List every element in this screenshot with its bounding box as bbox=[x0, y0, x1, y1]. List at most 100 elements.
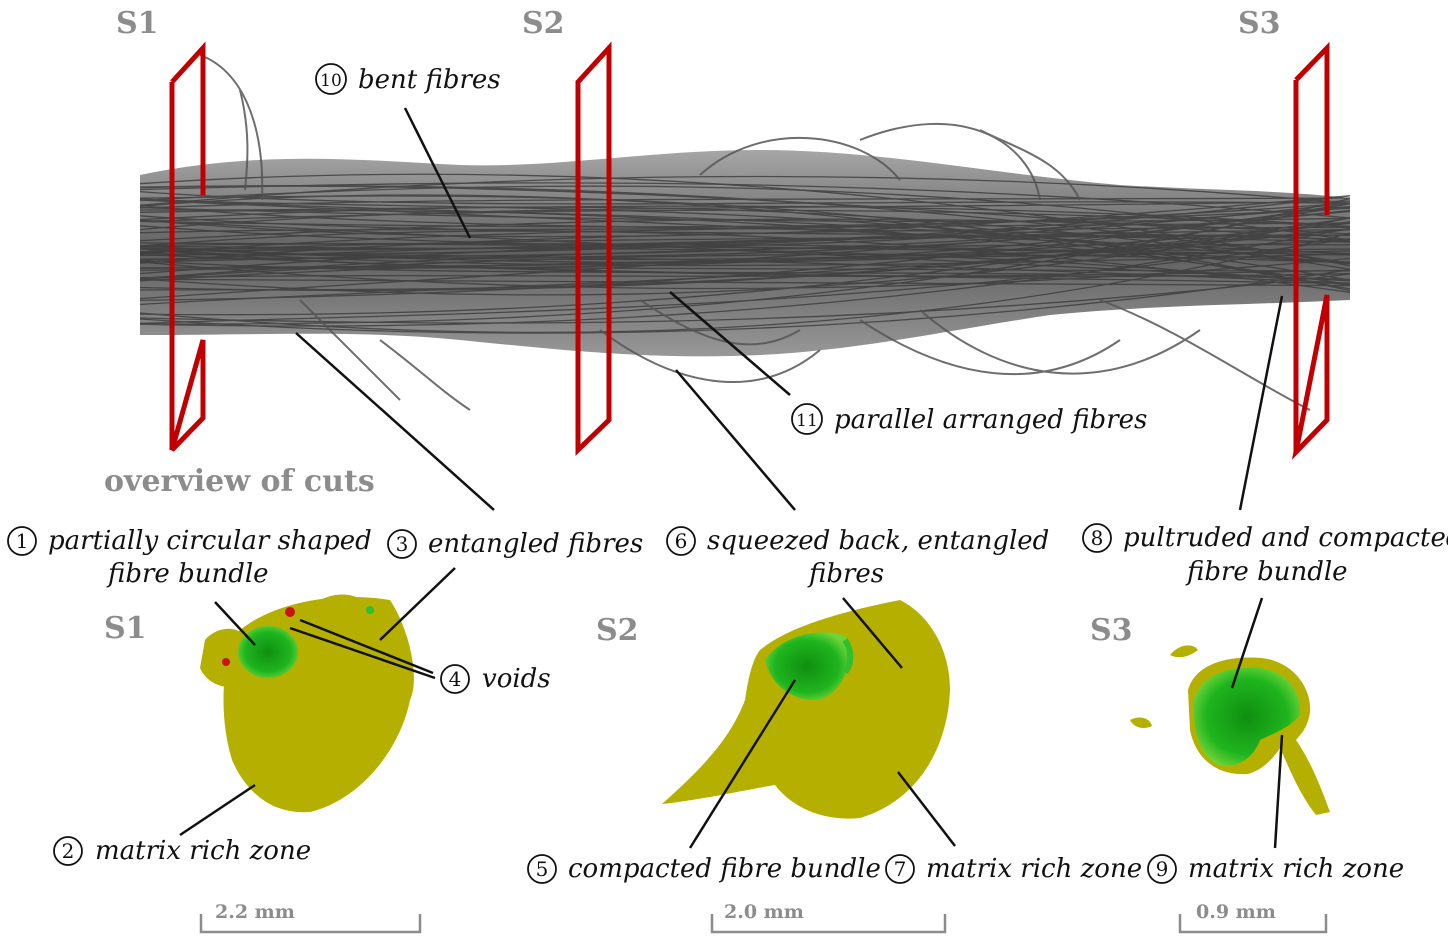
fibre-strand bbox=[139, 253, 1351, 280]
fibre-bundle-render bbox=[139, 54, 1351, 411]
fibre-strand bbox=[139, 206, 1351, 223]
leader-3a bbox=[295, 332, 495, 511]
marker-num-2: 2 bbox=[62, 839, 75, 863]
leader-6a bbox=[675, 369, 796, 511]
leader-5 bbox=[688, 679, 797, 849]
number-markers bbox=[7, 63, 1177, 884]
void-s1-b bbox=[222, 658, 230, 666]
fibre-strand bbox=[139, 243, 1351, 251]
leader-3b bbox=[379, 567, 456, 641]
scale-bar-s3 bbox=[1178, 914, 1328, 934]
bundle-tail-s2 bbox=[842, 638, 854, 675]
marker-10 bbox=[315, 63, 347, 95]
fibre-strand bbox=[139, 202, 1351, 316]
fibre-strand bbox=[139, 202, 1351, 302]
scale-label-s2: 2.0 mm bbox=[724, 901, 804, 923]
section-label-s2: S2 bbox=[596, 613, 639, 648]
cut-label-s1: S1 bbox=[116, 6, 159, 41]
fibre-strand bbox=[139, 198, 1351, 281]
marker-1 bbox=[7, 526, 37, 556]
annotation-4: voids bbox=[482, 664, 551, 694]
leader-7 bbox=[897, 771, 956, 847]
annotation-7: matrix rich zone bbox=[926, 854, 1142, 884]
cut-plane-s1 bbox=[169, 41, 206, 452]
marker-num-8: 8 bbox=[1091, 526, 1104, 550]
annotation-9: matrix rich zone bbox=[1188, 854, 1404, 884]
cut-label-s3: S3 bbox=[1238, 6, 1281, 41]
cut-planes bbox=[169, 41, 1330, 460]
annotation-3: entangled fibres bbox=[428, 529, 643, 559]
fibre-strand bbox=[139, 225, 1351, 256]
marker-3 bbox=[387, 529, 417, 559]
scale-bar-s2 bbox=[710, 914, 947, 934]
marker-num-7: 7 bbox=[894, 857, 907, 881]
fibre-strand bbox=[139, 200, 1351, 231]
annotation-5: compacted fibre bundle bbox=[568, 854, 881, 884]
leader-4a bbox=[289, 626, 436, 680]
fibre-strand bbox=[139, 217, 1351, 296]
marker-7 bbox=[885, 854, 915, 884]
overview-label: overview of cuts bbox=[104, 464, 375, 499]
matrix-region-s2 bbox=[662, 600, 950, 819]
fibre-strand bbox=[139, 247, 1351, 286]
leader-11 bbox=[669, 291, 791, 396]
leader-2 bbox=[179, 783, 256, 837]
leader-9 bbox=[1273, 734, 1284, 849]
fibre-strand bbox=[139, 199, 1351, 255]
fibre-strand bbox=[139, 228, 1351, 262]
leader-1 bbox=[214, 601, 256, 646]
fibre-strand bbox=[139, 227, 1351, 327]
marker-num-10: 10 bbox=[320, 71, 342, 91]
marker-4 bbox=[440, 664, 470, 694]
cut-label-s2: S2 bbox=[522, 6, 565, 41]
marker-num-5: 5 bbox=[536, 857, 549, 881]
marker-9 bbox=[1147, 854, 1177, 884]
fibre-strand bbox=[139, 207, 1351, 228]
annotation-8-line2: fibre bundle bbox=[1185, 557, 1348, 587]
fibre-strand bbox=[139, 247, 1351, 267]
fibre-strand bbox=[139, 232, 1351, 334]
scale-bar-s1 bbox=[199, 914, 422, 934]
matrix-region-s1 bbox=[223, 596, 414, 813]
fibre-strand bbox=[139, 206, 1351, 260]
fibre-strand bbox=[139, 253, 1351, 278]
fibre-strand bbox=[139, 205, 1351, 228]
fibre-strand bbox=[139, 195, 1351, 238]
fibre-strand bbox=[139, 190, 1351, 205]
marker-5 bbox=[527, 854, 557, 884]
marker-8 bbox=[1082, 523, 1112, 553]
scale-label-s3: 0.9 mm bbox=[1196, 901, 1276, 923]
marker-num-3: 3 bbox=[396, 532, 409, 556]
leader-8a bbox=[1238, 295, 1284, 511]
annotation-10: bent fibres bbox=[358, 65, 501, 95]
void-s1 bbox=[285, 607, 295, 617]
fibre-bundle-s2 bbox=[765, 632, 849, 701]
annotation-11: parallel arranged fibres bbox=[834, 405, 1147, 435]
leader-6b bbox=[842, 597, 903, 669]
marker-11 bbox=[791, 403, 823, 435]
loose-fibres bbox=[199, 54, 1311, 411]
cut-plane-s2 bbox=[575, 41, 612, 456]
marker-num-1: 1 bbox=[16, 529, 29, 553]
matrix-fragment-s3 bbox=[1170, 645, 1198, 658]
matrix-fragment-s1-top bbox=[320, 594, 372, 615]
fibre-strand bbox=[139, 269, 1351, 334]
leader-8b bbox=[1230, 597, 1264, 689]
fibre-bundle-s1 bbox=[238, 626, 298, 678]
annotation-1-line2: fibre bundle bbox=[106, 559, 269, 589]
leader-4b bbox=[299, 618, 434, 675]
leader-lines bbox=[179, 107, 1284, 849]
marker-6 bbox=[666, 526, 696, 556]
fibre-strand bbox=[139, 173, 1351, 267]
marker-num-4: 4 bbox=[449, 667, 462, 691]
section-s3 bbox=[1130, 645, 1330, 815]
marker-num-11: 11 bbox=[796, 411, 818, 431]
section-label-s1: S1 bbox=[104, 611, 147, 646]
fibre-strand bbox=[139, 234, 1351, 254]
scale-label-s1: 2.2 mm bbox=[215, 901, 295, 923]
section-label-s3: S3 bbox=[1090, 613, 1133, 648]
marker-2 bbox=[53, 836, 83, 866]
fibre-bundle-s3 bbox=[1193, 667, 1301, 767]
